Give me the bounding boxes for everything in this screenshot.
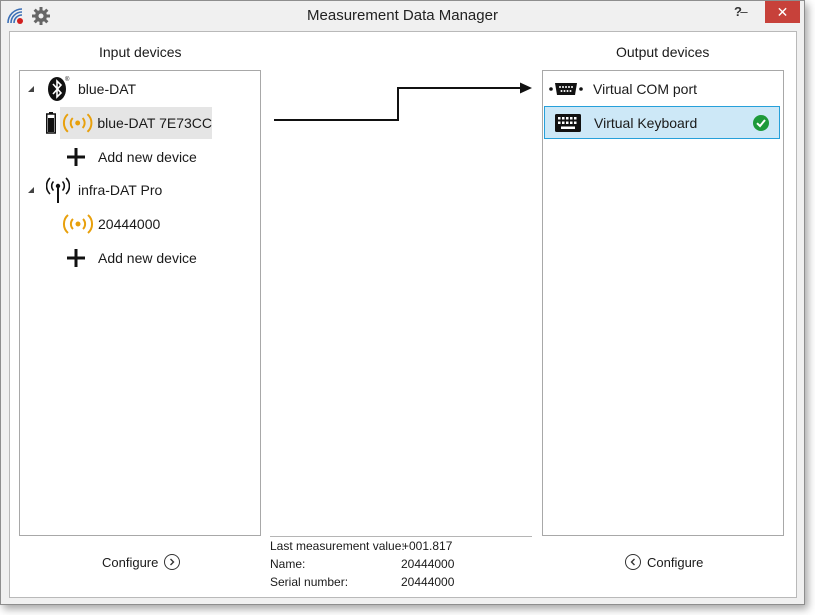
serial-port-icon [549,83,583,95]
collapse-arrow[interactable] [28,187,34,193]
device-row-blue-dat-7e73cc[interactable]: blue-DAT 7E73CC [46,107,212,139]
collapse-arrow[interactable] [28,86,34,92]
device-label: 20444000 [98,216,161,232]
input-configure-button[interactable]: Configure [102,554,181,570]
output-devices-header: Output devices [616,44,710,60]
add-device-label: Add new device [98,250,197,266]
signal-app-icon [7,8,23,24]
check-circle-icon [753,114,769,131]
antenna-icon [46,177,70,203]
configure-label: Configure [647,554,704,570]
configure-label: Configure [102,554,159,570]
minimize-button[interactable]: – [740,4,748,19]
info-divider [270,536,532,537]
name-value: 20444000 [401,557,455,571]
client-area: Input devices Output devices ® blue-DAT [9,31,797,598]
output-devices-list[interactable]: Virtual COM port Virtual Keyboard [542,70,784,536]
device-row-20444000[interactable]: 20444000 [60,208,160,240]
output-row-virtual-com-port[interactable]: Virtual COM port [549,73,697,105]
signal-waves-icon [63,113,93,133]
window-title: Measurement Data Manager [307,7,498,24]
serial-number-value: 20444000 [401,575,455,589]
output-label: Virtual Keyboard [594,114,698,131]
name-label: Name: [270,557,306,571]
group-label: infra-DAT Pro [78,182,163,198]
add-new-device-button[interactable]: Add new device [66,242,197,274]
close-button[interactable]: ✕ [765,1,800,23]
battery-icon [46,112,56,134]
svg-text:®: ® [65,76,70,83]
bluetooth-icon: ® [48,76,70,101]
last-measurement-label: Last measurement value: [270,539,405,553]
last-measurement-value: +001.817 [402,539,453,553]
chevron-right-icon [164,554,181,570]
device-label: blue-DAT 7E73CC [97,115,212,131]
output-label: Virtual COM port [593,81,697,97]
group-row-blue-dat[interactable]: ® blue-DAT [46,73,136,105]
input-devices-list[interactable]: ® blue-DAT blue-DAT 7E73CC [19,70,261,536]
serial-number-label: Serial number: [270,575,349,589]
group-row-infra-dat-pro[interactable]: infra-DAT Pro [46,174,162,206]
signal-waves-icon [62,214,94,234]
group-label: blue-DAT [78,81,137,97]
plus-icon [67,249,85,267]
help-button[interactable]: ? [734,4,742,19]
gear-icon[interactable] [31,6,51,26]
output-configure-button[interactable]: Configure [625,554,703,570]
chevron-left-icon [625,554,641,570]
connection-arrow [274,82,532,121]
keyboard-icon [555,113,581,132]
output-row-virtual-keyboard[interactable]: Virtual Keyboard [544,106,780,139]
title-bar: Measurement Data Manager ? – ✕ [1,1,804,31]
add-new-device-button[interactable]: Add new device [66,141,197,173]
add-device-label: Add new device [98,149,197,165]
input-devices-header: Input devices [99,44,182,60]
plus-icon [67,148,85,166]
app-window: Measurement Data Manager ? – ✕ Input dev… [0,0,805,605]
